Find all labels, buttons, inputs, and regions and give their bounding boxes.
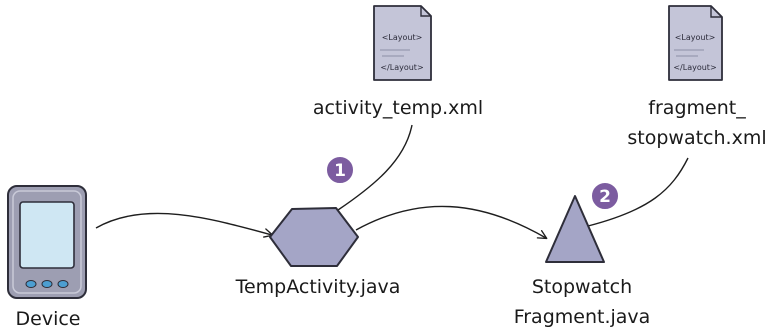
fragment-layout-label-line1: fragment_ [648, 97, 746, 119]
fragment-triangle-icon [545, 195, 605, 263]
activity-layout-document-icon: <Layout> </Layout> [373, 5, 432, 81]
device-label: Device [16, 308, 81, 330]
activity-layout-close-tag: </Layout> [380, 63, 423, 72]
step-badge-2: 2 [590, 181, 620, 211]
activity-layout-label: activity_temp.xml [313, 97, 483, 119]
step-badge-1: 1 [325, 155, 355, 185]
fragment-layout-close-tag: </Layout> [673, 63, 716, 72]
arrow-device-to-activity [95, 212, 274, 238]
activity-layout-open-tag: <Layout> [382, 33, 423, 42]
stopwatch-fragment-label-line2: Fragment.java [514, 306, 651, 328]
fragment-layout-label-line2: stopwatch.xml [627, 127, 766, 149]
temp-activity-label: TempActivity.java [235, 276, 401, 298]
fragment-layout-document-icon: <Layout> </Layout> [668, 5, 723, 81]
arrow-activity-to-fragment [355, 205, 548, 240]
activity-hexagon-icon [269, 207, 359, 267]
device-icon [7, 185, 87, 299]
fragment-layout-open-tag: <Layout> [675, 33, 716, 42]
line-fragment-layout-link [587, 157, 689, 227]
line-activity-layout-link [337, 124, 413, 211]
step-2-number: 2 [599, 187, 611, 207]
step-1-number: 1 [334, 161, 346, 181]
stopwatch-fragment-label-line1: Stopwatch [532, 276, 632, 298]
